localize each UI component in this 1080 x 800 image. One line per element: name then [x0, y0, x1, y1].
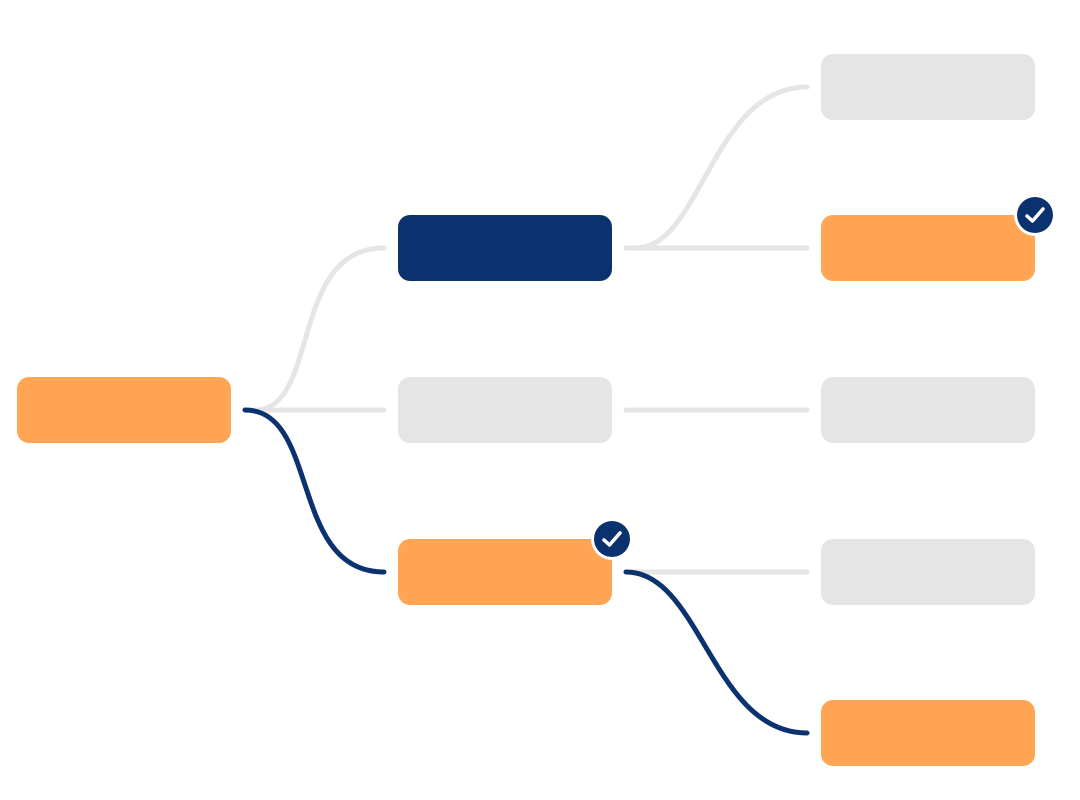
- connector-layer: [242, 84, 810, 736]
- node-box[interactable]: [17, 377, 231, 443]
- node-box[interactable]: [398, 215, 612, 281]
- node-root[interactable]: [17, 377, 231, 443]
- check-circle-icon: [1014, 194, 1056, 236]
- node-box[interactable]: [821, 215, 1035, 281]
- node-l1-low[interactable]: [398, 518, 633, 605]
- node-l2-row2[interactable]: [821, 377, 1035, 443]
- node-l2-row1[interactable]: [821, 194, 1056, 281]
- node-box[interactable]: [821, 54, 1035, 120]
- node-box[interactable]: [398, 377, 612, 443]
- node-layer: [17, 54, 1056, 766]
- node-l2-row4[interactable]: [821, 700, 1035, 766]
- node-l2-row0[interactable]: [821, 54, 1035, 120]
- node-box[interactable]: [398, 539, 612, 605]
- connector-root-to-l1-low: [242, 407, 387, 575]
- check-circle-icon: [591, 518, 633, 560]
- node-l1-top[interactable]: [398, 215, 612, 281]
- node-box[interactable]: [821, 700, 1035, 766]
- node-box[interactable]: [821, 377, 1035, 443]
- node-l1-mid[interactable]: [398, 377, 612, 443]
- node-box[interactable]: [821, 539, 1035, 605]
- node-l2-row3[interactable]: [821, 539, 1035, 605]
- connector-l1-low-to-l2-row4: [623, 569, 810, 736]
- connector-root-to-l1-top: [242, 245, 387, 413]
- connector-l1-top-to-l2-row0: [623, 84, 810, 251]
